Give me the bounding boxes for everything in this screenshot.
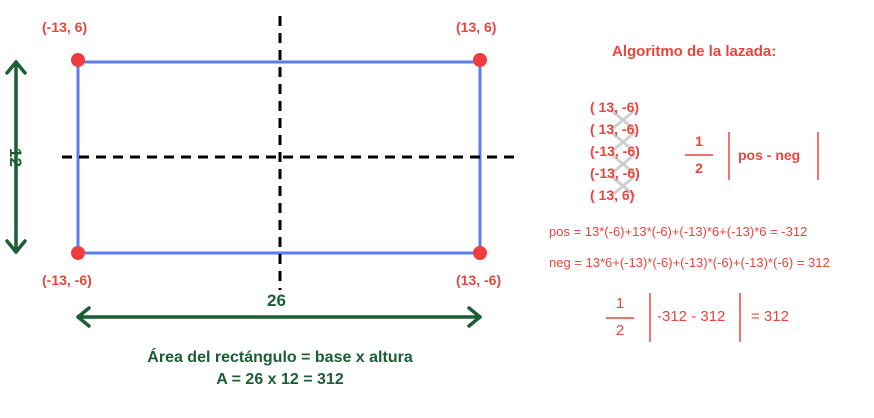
neg-equation: neg = 13*6+(-13)*(-6)+(-13)*(-6)+(-13)*(… bbox=[549, 255, 830, 270]
lace-cross-marks bbox=[610, 108, 636, 198]
pos-equation: pos = 13*(-6)+13*(-6)+(-13)*6+(-13)*6 = … bbox=[549, 224, 808, 239]
width-arrow bbox=[76, 306, 482, 328]
corner-label-top-right: (13, 6) bbox=[456, 19, 497, 35]
point-top-left bbox=[71, 53, 85, 67]
result-expression: -312 - 312 bbox=[657, 308, 726, 325]
height-label: 12 bbox=[6, 148, 25, 167]
point-list-item: (-13, -6) bbox=[590, 143, 640, 159]
height-arrow bbox=[5, 60, 27, 254]
point-list-item: (-13, -6) bbox=[590, 165, 640, 181]
algorithm-title: Algoritmo de la lazada: bbox=[612, 43, 777, 60]
point-list-item: ( 13, -6) bbox=[590, 121, 640, 137]
result-numerator: 1 bbox=[615, 295, 625, 312]
width-label: 26 bbox=[267, 291, 286, 310]
rectangle-shape bbox=[76, 60, 482, 255]
point-list-item: ( 13, -6) bbox=[590, 99, 640, 115]
result-symbols bbox=[606, 293, 741, 342]
formula-symbols bbox=[685, 132, 819, 180]
corner-label-bottom-left: (-13, -6) bbox=[42, 272, 92, 288]
corner-label-bottom-right: (13, -6) bbox=[456, 272, 502, 288]
point-bottom-right bbox=[473, 246, 487, 260]
point-list-item: ( 13, 6) bbox=[590, 187, 635, 203]
point-bottom-left bbox=[71, 246, 85, 260]
formula-denominator: 2 bbox=[695, 160, 703, 176]
corner-label-top-left: (-13, 6) bbox=[42, 19, 88, 35]
area-formula: Área del rectángulo = base x altura bbox=[147, 349, 413, 366]
result-answer: = 312 bbox=[751, 308, 789, 325]
result-denominator: 2 bbox=[615, 322, 625, 339]
formula-expression: pos - neg bbox=[738, 147, 801, 163]
point-list: ( 13, -6) ( 13, -6) (-13, -6) (-13, -6) … bbox=[590, 96, 640, 206]
formula-numerator: 1 bbox=[695, 133, 703, 149]
point-top-right bbox=[473, 53, 487, 67]
area-result: A = 26 x 12 = 312 bbox=[216, 371, 344, 388]
